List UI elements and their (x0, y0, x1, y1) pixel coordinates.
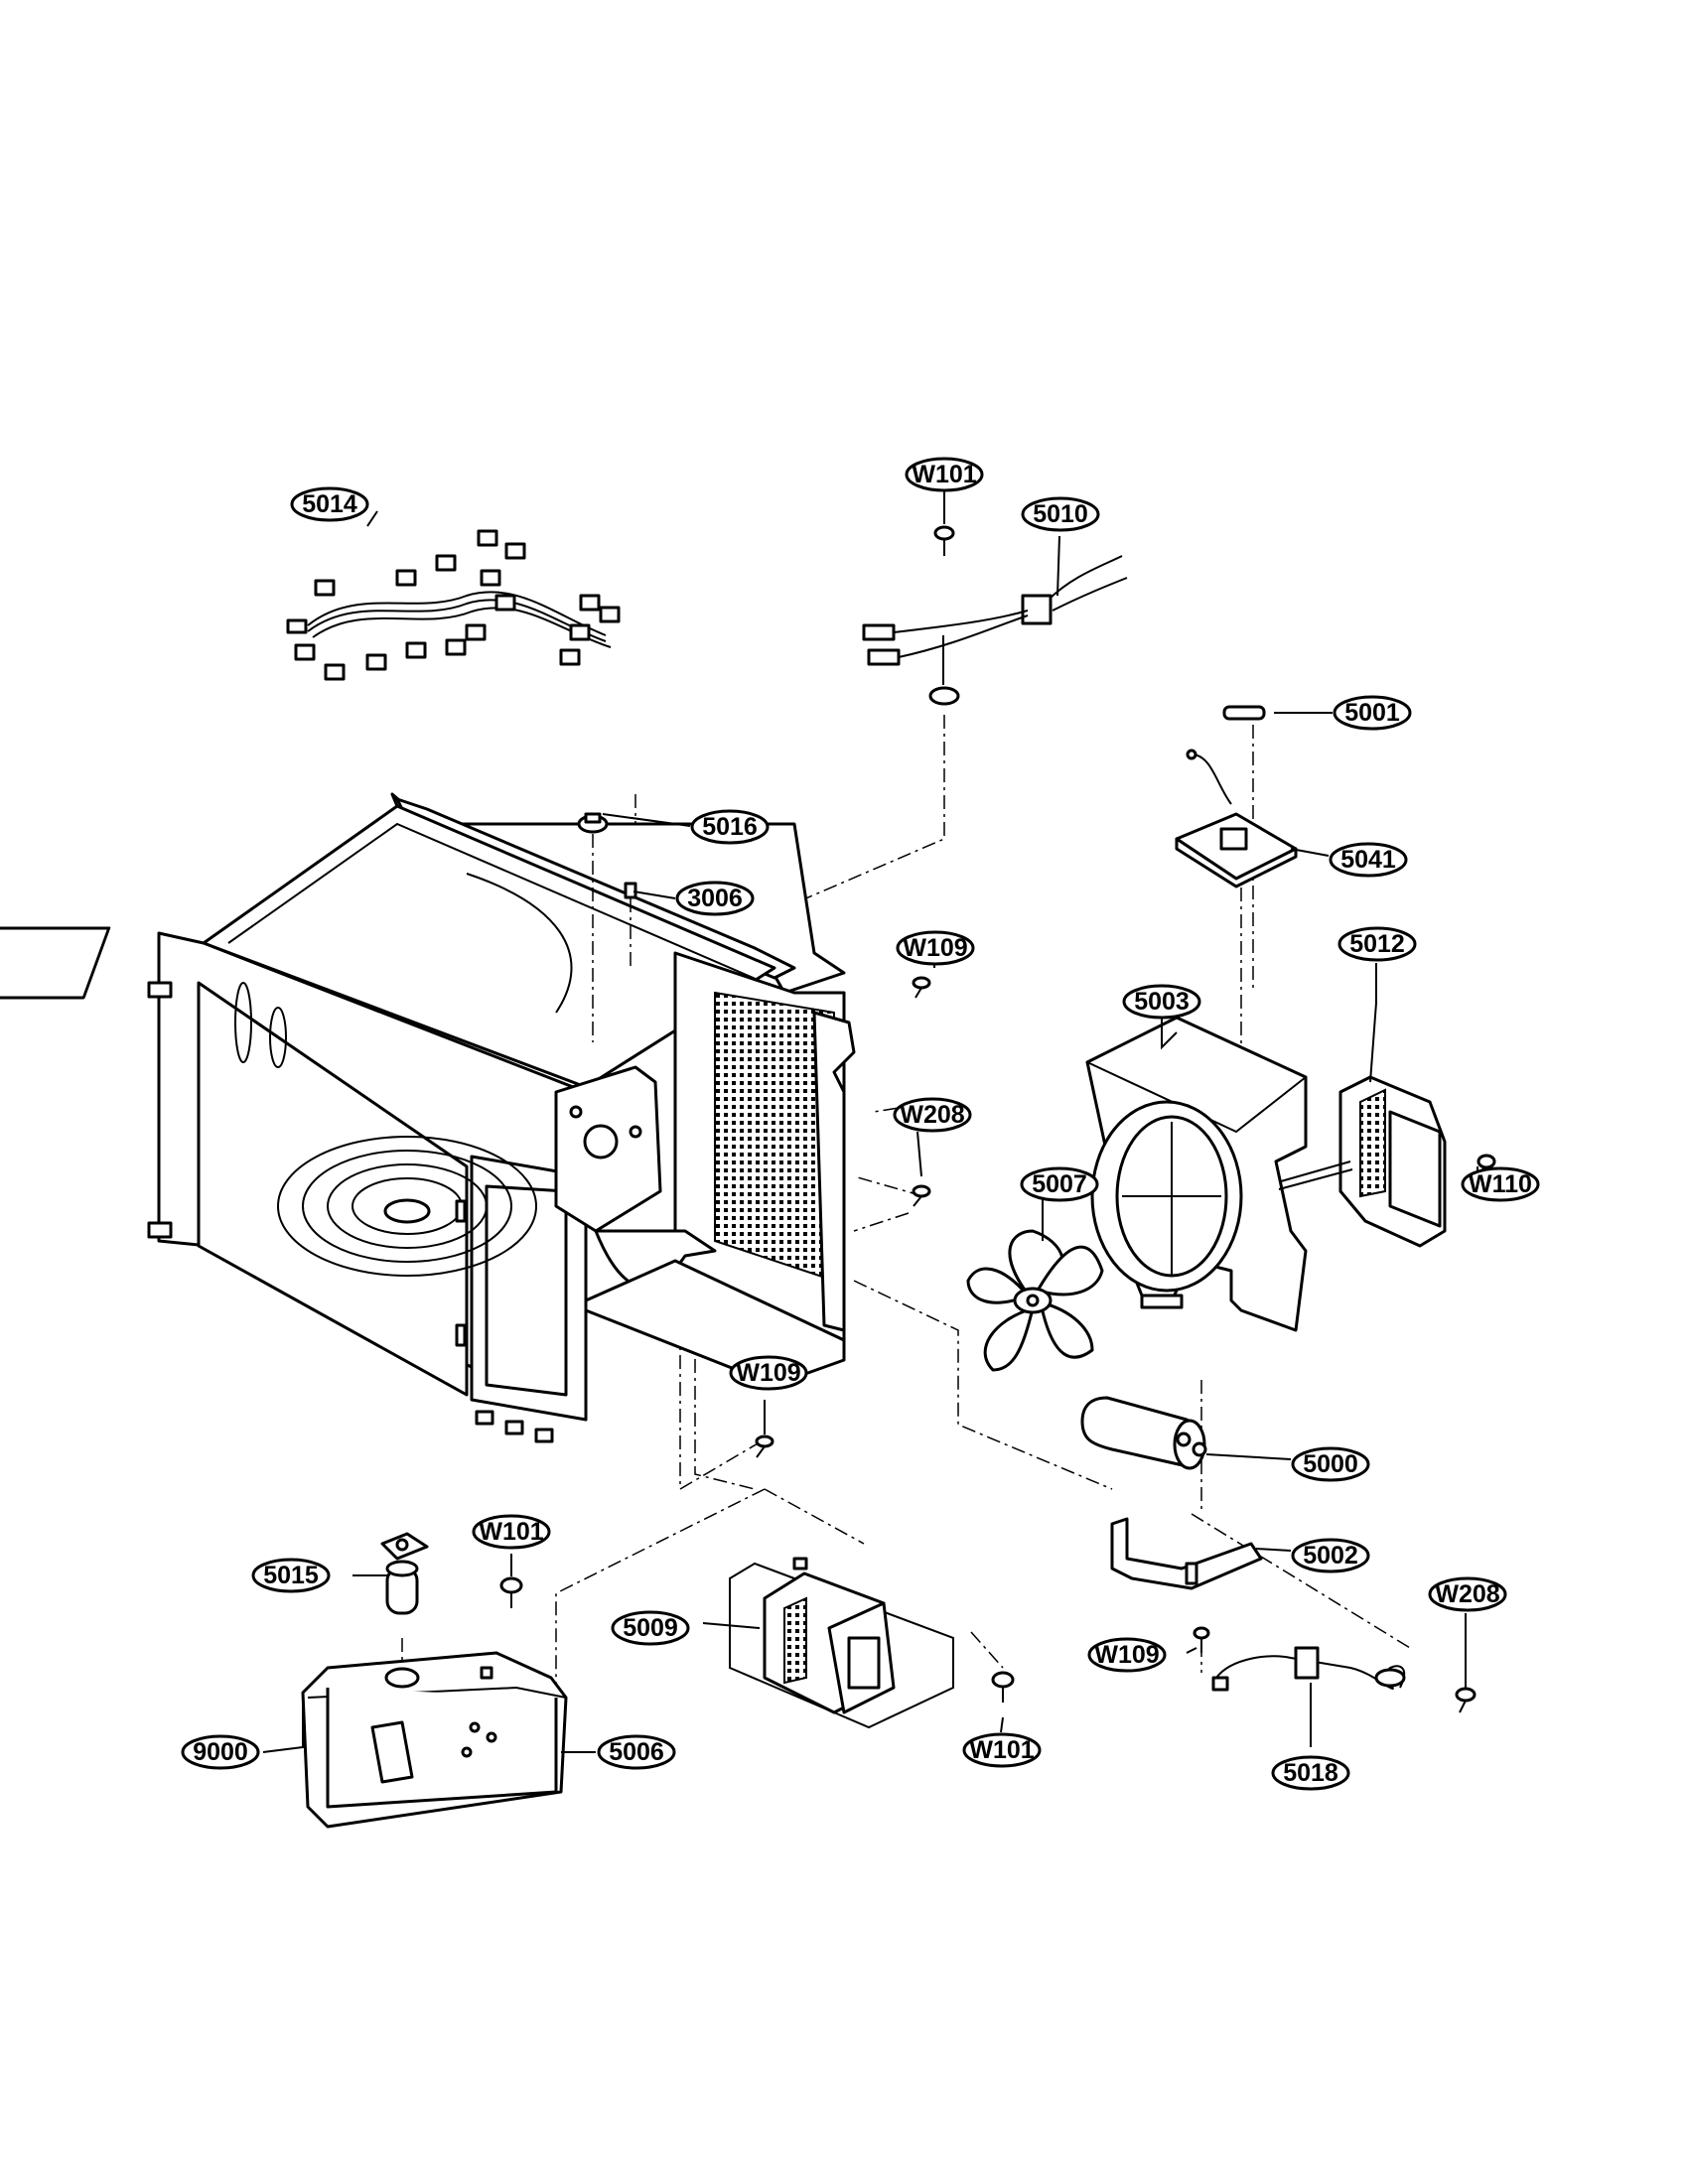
svg-text:5018: 5018 (1283, 1759, 1338, 1787)
screw-icon (912, 1184, 931, 1207)
callout-W208-lower: W208 (1428, 1576, 1507, 1612)
fan-shroud-5003 (1085, 1016, 1308, 1332)
fuse-3006 (624, 882, 637, 968)
screw-icon (912, 976, 931, 999)
callout-W101-lower: W101 (962, 1732, 1042, 1768)
leader-lines (262, 491, 1478, 1753)
svg-text:5003: 5003 (1134, 988, 1190, 1016)
base-plate-5006 (301, 1651, 568, 1829)
svg-text:5015: 5015 (263, 1562, 319, 1589)
screw-icon (755, 1434, 774, 1458)
callout-5007: 5007 (1020, 1166, 1099, 1202)
callout-W110: W110 (1461, 1166, 1540, 1202)
part-callouts: 5014 W101 5010 5001 5016 3006 5041 W109 … (181, 457, 1540, 1791)
capacitor-5000 (1080, 1396, 1207, 1470)
svg-text:5000: 5000 (1303, 1450, 1358, 1478)
callout-5009: 5009 (611, 1610, 690, 1646)
callout-5014: 5014 (290, 486, 369, 522)
callout-W109-middle: W109 (729, 1355, 808, 1391)
svg-text:W109: W109 (1094, 1641, 1159, 1669)
callout-9000: 9000 (181, 1734, 260, 1770)
screw-icon (933, 525, 955, 556)
svg-text:W208: W208 (1435, 1580, 1499, 1608)
callout-W208-upper: W208 (893, 1097, 972, 1133)
part-5001 (1222, 705, 1266, 721)
callout-3006: 3006 (675, 881, 755, 916)
svg-text:5010: 5010 (1033, 500, 1088, 528)
callout-5003: 5003 (1122, 984, 1201, 1020)
callout-5018: 5018 (1271, 1755, 1350, 1791)
screw-icon (499, 1576, 523, 1608)
callout-5016: 5016 (690, 809, 770, 845)
svg-text:W208: W208 (900, 1101, 964, 1129)
fan-blade-5007 (966, 1229, 1104, 1372)
magnetron-5009 (729, 1557, 954, 1729)
svg-text:W101: W101 (479, 1518, 543, 1546)
noise-filter-board-5041 (1175, 749, 1298, 888)
callout-5006: 5006 (597, 1734, 676, 1770)
screw-icon (1193, 1626, 1210, 1653)
turntable-motor-5015 (380, 1532, 429, 1615)
callout-5001: 5001 (1333, 695, 1412, 731)
callout-5002: 5002 (1291, 1538, 1370, 1573)
ground-wire-5018 (1211, 1646, 1406, 1692)
callout-W101-middle: W101 (472, 1514, 551, 1550)
svg-text:5006: 5006 (609, 1738, 664, 1766)
fan-motor-5012 (1278, 1075, 1447, 1248)
svg-text:5041: 5041 (1340, 846, 1396, 874)
svg-text:W101: W101 (969, 1736, 1034, 1764)
svg-text:5012: 5012 (1349, 930, 1405, 958)
callout-5012: 5012 (1337, 926, 1417, 962)
callout-5000: 5000 (1291, 1446, 1370, 1482)
callout-5015: 5015 (251, 1558, 331, 1593)
svg-text:5007: 5007 (1032, 1170, 1087, 1198)
svg-text:W110: W110 (1469, 1170, 1532, 1198)
svg-text:W109: W109 (736, 1359, 800, 1387)
svg-text:W101: W101 (912, 461, 976, 488)
svg-text:W109: W109 (903, 934, 967, 962)
screws (499, 525, 1496, 1713)
screw-icon (1455, 1687, 1477, 1713)
callout-5010: 5010 (1021, 496, 1100, 532)
thermostat-5016 (577, 812, 609, 1042)
power-cord-5010 (862, 555, 1128, 706)
svg-text:5001: 5001 (1344, 699, 1400, 727)
svg-text:3006: 3006 (687, 885, 743, 912)
callout-W109-upper: W109 (896, 930, 975, 966)
screw-icon (991, 1671, 1015, 1703)
capacitor-bracket-5002 (1110, 1517, 1263, 1590)
callout-W109-lower: W109 (1087, 1637, 1167, 1673)
svg-text:5009: 5009 (623, 1614, 678, 1642)
wire-harness-5014 (286, 529, 621, 681)
svg-text:9000: 9000 (193, 1738, 248, 1766)
callout-W101-top: W101 (905, 457, 984, 492)
callout-5041: 5041 (1329, 842, 1408, 878)
svg-text:5014: 5014 (302, 490, 357, 518)
svg-text:5016: 5016 (702, 813, 758, 841)
svg-text:5002: 5002 (1303, 1542, 1358, 1570)
